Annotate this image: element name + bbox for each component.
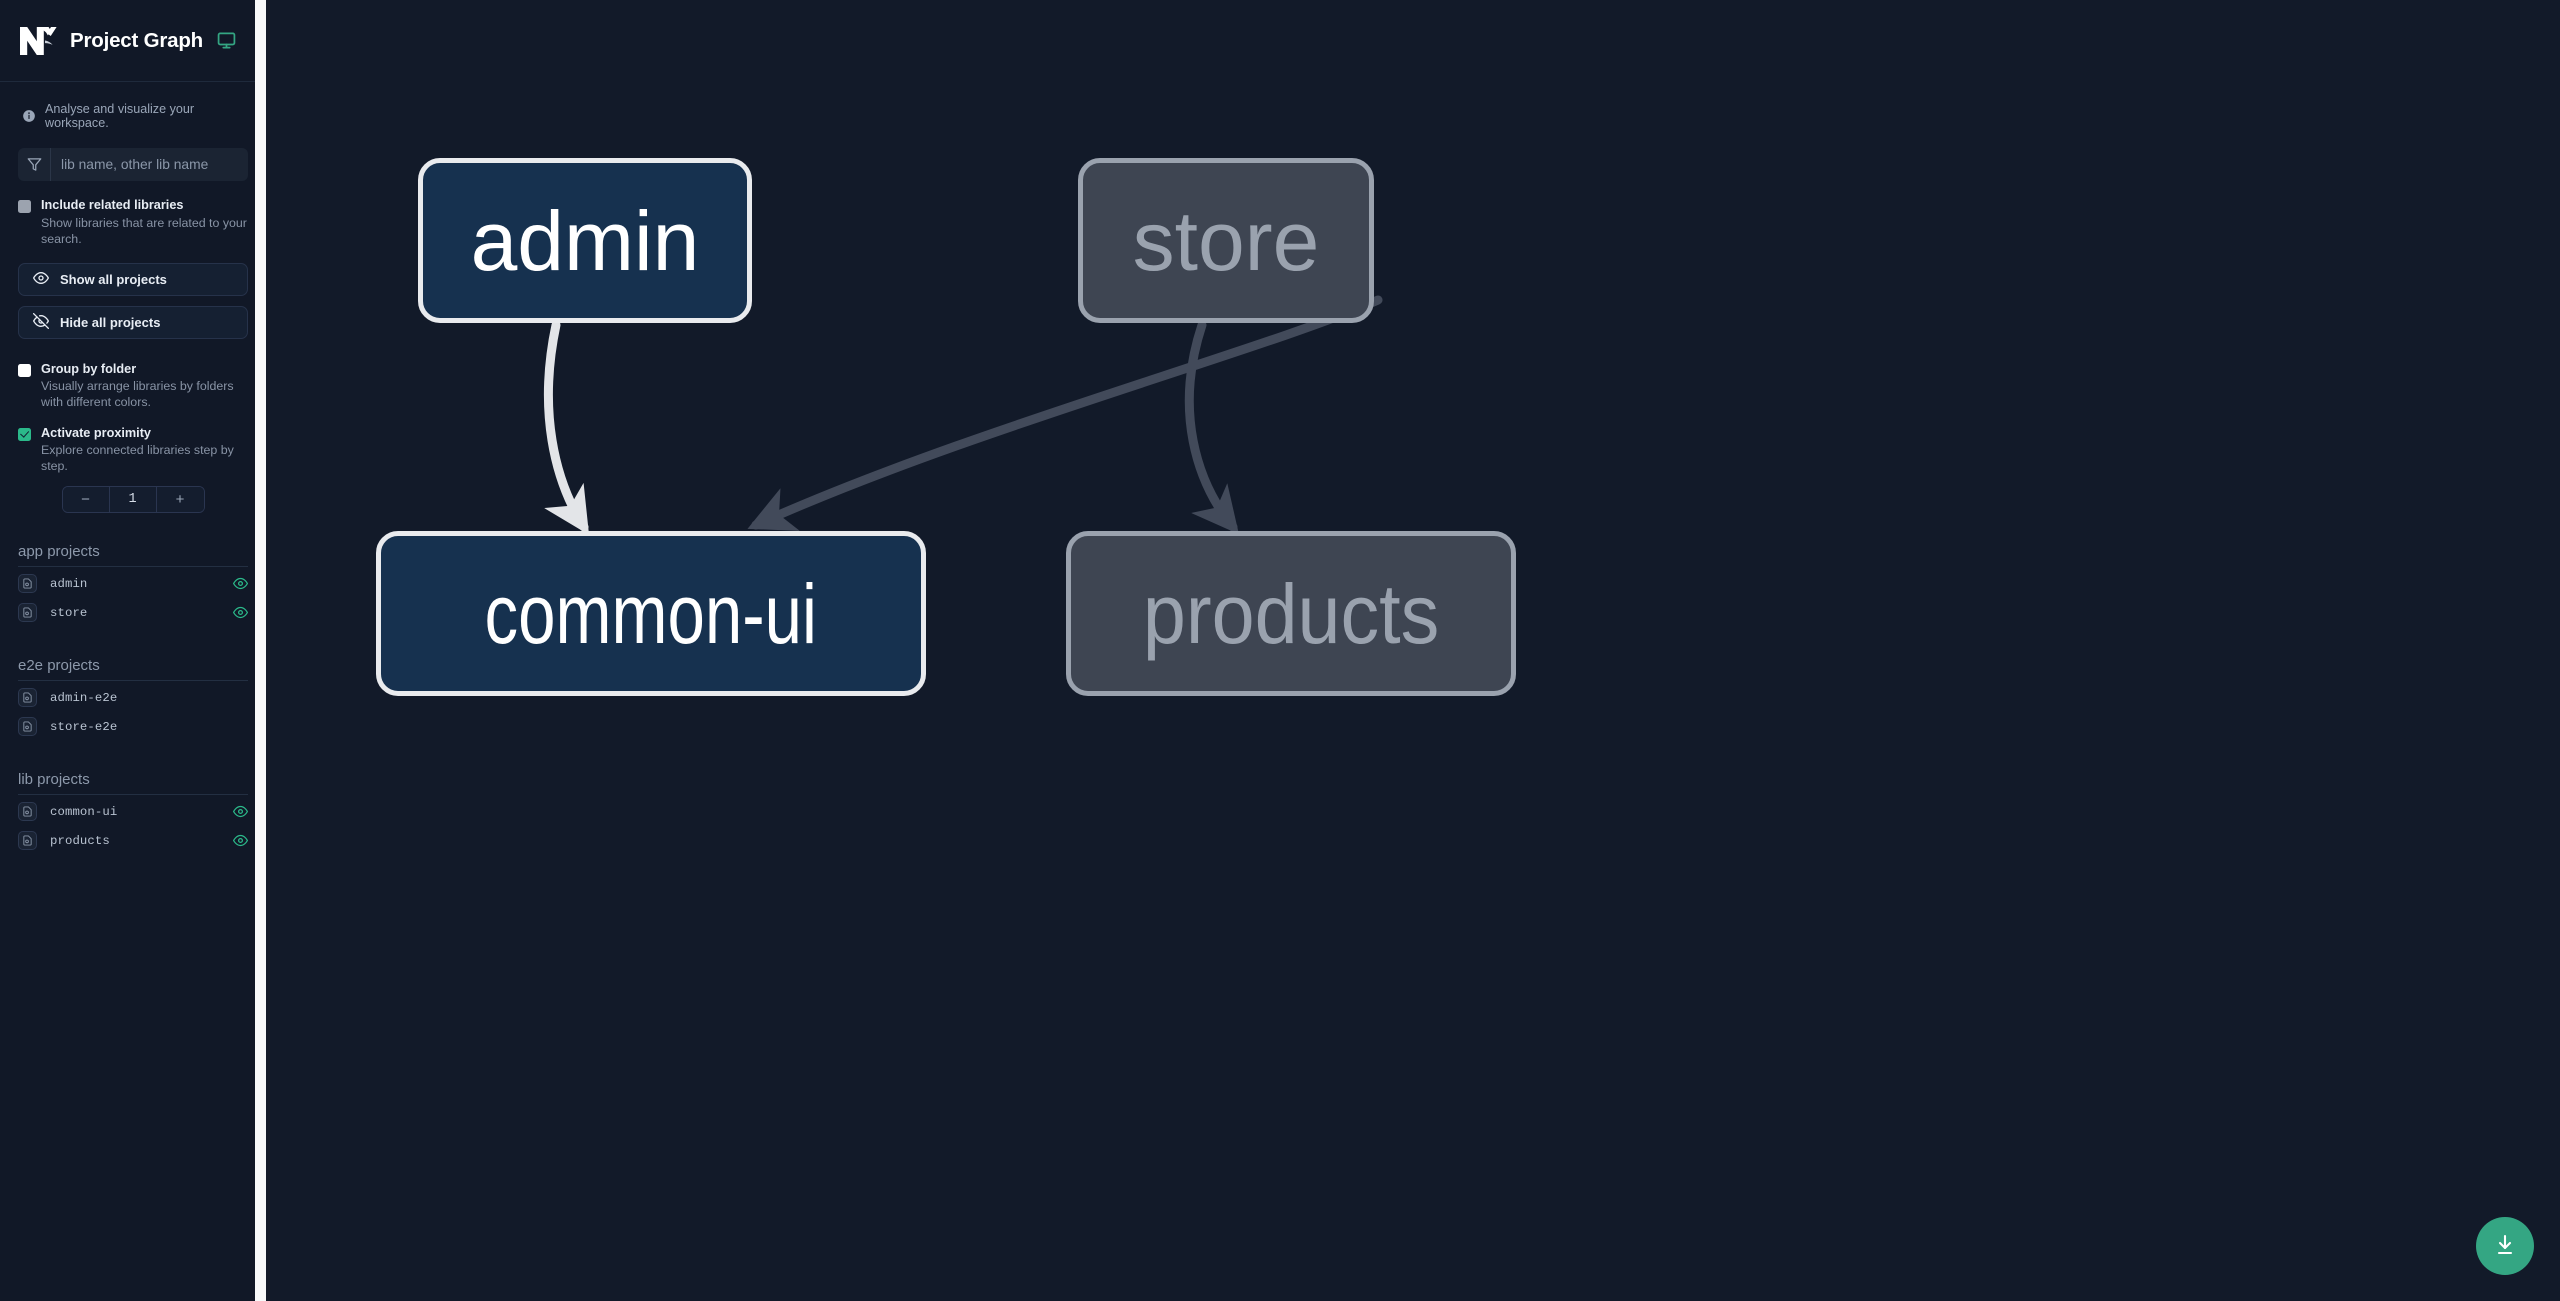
option-group-by-folder[interactable]: Group by folder Visually arrange librari…	[0, 339, 266, 411]
search-box[interactable]	[18, 148, 248, 181]
project-name: products	[50, 833, 110, 848]
graph-canvas[interactable]: admin store common-ui products	[266, 0, 2560, 1301]
proximity-value[interactable]: 1	[109, 487, 157, 513]
option-include-related-libraries[interactable]: Include related libraries Show libraries…	[0, 181, 266, 247]
graph-node-label: store	[1132, 193, 1320, 288]
sidebar-scrollbar[interactable]	[255, 0, 266, 1301]
project-name: admin	[50, 576, 88, 591]
search-section	[0, 130, 266, 181]
project-visibility-eye-icon[interactable]	[233, 833, 248, 848]
project-row-store-e2e[interactable]: store-e2e	[18, 712, 248, 741]
project-visibility-eye-icon[interactable]	[233, 576, 248, 591]
project-row-admin[interactable]: admin	[18, 569, 248, 598]
edge-store-to-products	[1184, 320, 1239, 535]
visibility-buttons: Show all projects Hide all projects	[0, 247, 266, 339]
proximity-stepper: − 1 +	[0, 474, 266, 514]
project-visibility-eye-icon[interactable]	[233, 605, 248, 620]
filter-funnel-icon	[18, 148, 51, 181]
project-visibility-eye-icon[interactable]	[233, 804, 248, 819]
project-name: store-e2e	[50, 719, 118, 734]
hide-all-projects-label: Hide all projects	[60, 314, 161, 330]
proximity-increment-button[interactable]: +	[156, 487, 204, 513]
option-description: Show libraries that are related to your …	[41, 215, 247, 246]
group-title-app-projects: app projects	[18, 513, 248, 568]
sidebar-header: Project Graph	[0, 0, 266, 82]
graph-node-label: admin	[470, 193, 700, 288]
project-row-store[interactable]: store	[18, 598, 248, 627]
tagline-text: Analyse and visualize your workspace.	[45, 102, 195, 130]
project-name: store	[50, 605, 88, 620]
search-input[interactable]	[51, 148, 248, 181]
option-label: Include related libraries	[41, 198, 184, 212]
proximity-decrement-button[interactable]: −	[62, 487, 110, 513]
project-file-icon	[18, 831, 37, 851]
group-title-e2e-projects: e2e projects	[18, 627, 248, 682]
option-description: Explore connected libraries step by step…	[41, 443, 234, 474]
hide-all-projects-button[interactable]: Hide all projects	[18, 305, 248, 339]
info-icon	[22, 109, 36, 123]
project-file-icon	[18, 688, 37, 708]
graph-node-common-ui[interactable]: common-ui	[376, 531, 926, 696]
option-label: Group by folder	[41, 361, 137, 376]
project-groups: app projects admin	[0, 513, 266, 855]
project-name: admin-e2e	[50, 690, 118, 705]
project-file-icon	[18, 717, 37, 737]
show-all-projects-button[interactable]: Show all projects	[18, 262, 248, 296]
edge-admin-to-common-ui	[543, 320, 590, 535]
graph-node-label: common-ui	[484, 566, 818, 661]
edge-store-to-common-ui	[747, 295, 1383, 531]
project-file-icon	[18, 603, 37, 623]
option-activate-proximity[interactable]: Activate proximity Explore connected lib…	[0, 411, 266, 475]
activate-proximity-checkbox[interactable]	[18, 427, 31, 441]
option-label: Activate proximity	[41, 425, 151, 440]
project-file-icon	[18, 802, 37, 822]
tagline-row: Analyse and visualize your workspace.	[0, 82, 266, 130]
download-icon	[2493, 1233, 2517, 1260]
graph-node-label: products	[1142, 566, 1440, 661]
eye-icon	[33, 270, 49, 289]
graph-node-products[interactable]: products	[1066, 531, 1516, 696]
graph-node-admin[interactable]: admin	[418, 158, 752, 323]
project-name: common-ui	[50, 804, 118, 819]
show-all-projects-label: Show all projects	[60, 271, 167, 287]
page-title: Project Graph	[70, 28, 203, 52]
project-row-admin-e2e[interactable]: admin-e2e	[18, 683, 248, 712]
sidebar: Project Graph Analy	[0, 0, 266, 1301]
project-row-common-ui[interactable]: common-ui	[18, 797, 248, 826]
project-row-products[interactable]: products	[18, 826, 248, 855]
download-graph-button[interactable]	[2476, 1217, 2534, 1275]
monitor-icon[interactable]	[217, 31, 236, 50]
group-title-lib-projects: lib projects	[18, 741, 248, 796]
graph-node-store[interactable]: store	[1078, 158, 1374, 323]
eye-off-icon	[33, 312, 49, 332]
include-related-libraries-checkbox[interactable]	[18, 200, 31, 213]
nx-logo-icon	[18, 24, 58, 58]
group-by-folder-checkbox[interactable]	[18, 363, 31, 377]
option-description: Visually arrange libraries by folders wi…	[41, 379, 234, 410]
project-file-icon	[18, 574, 37, 594]
